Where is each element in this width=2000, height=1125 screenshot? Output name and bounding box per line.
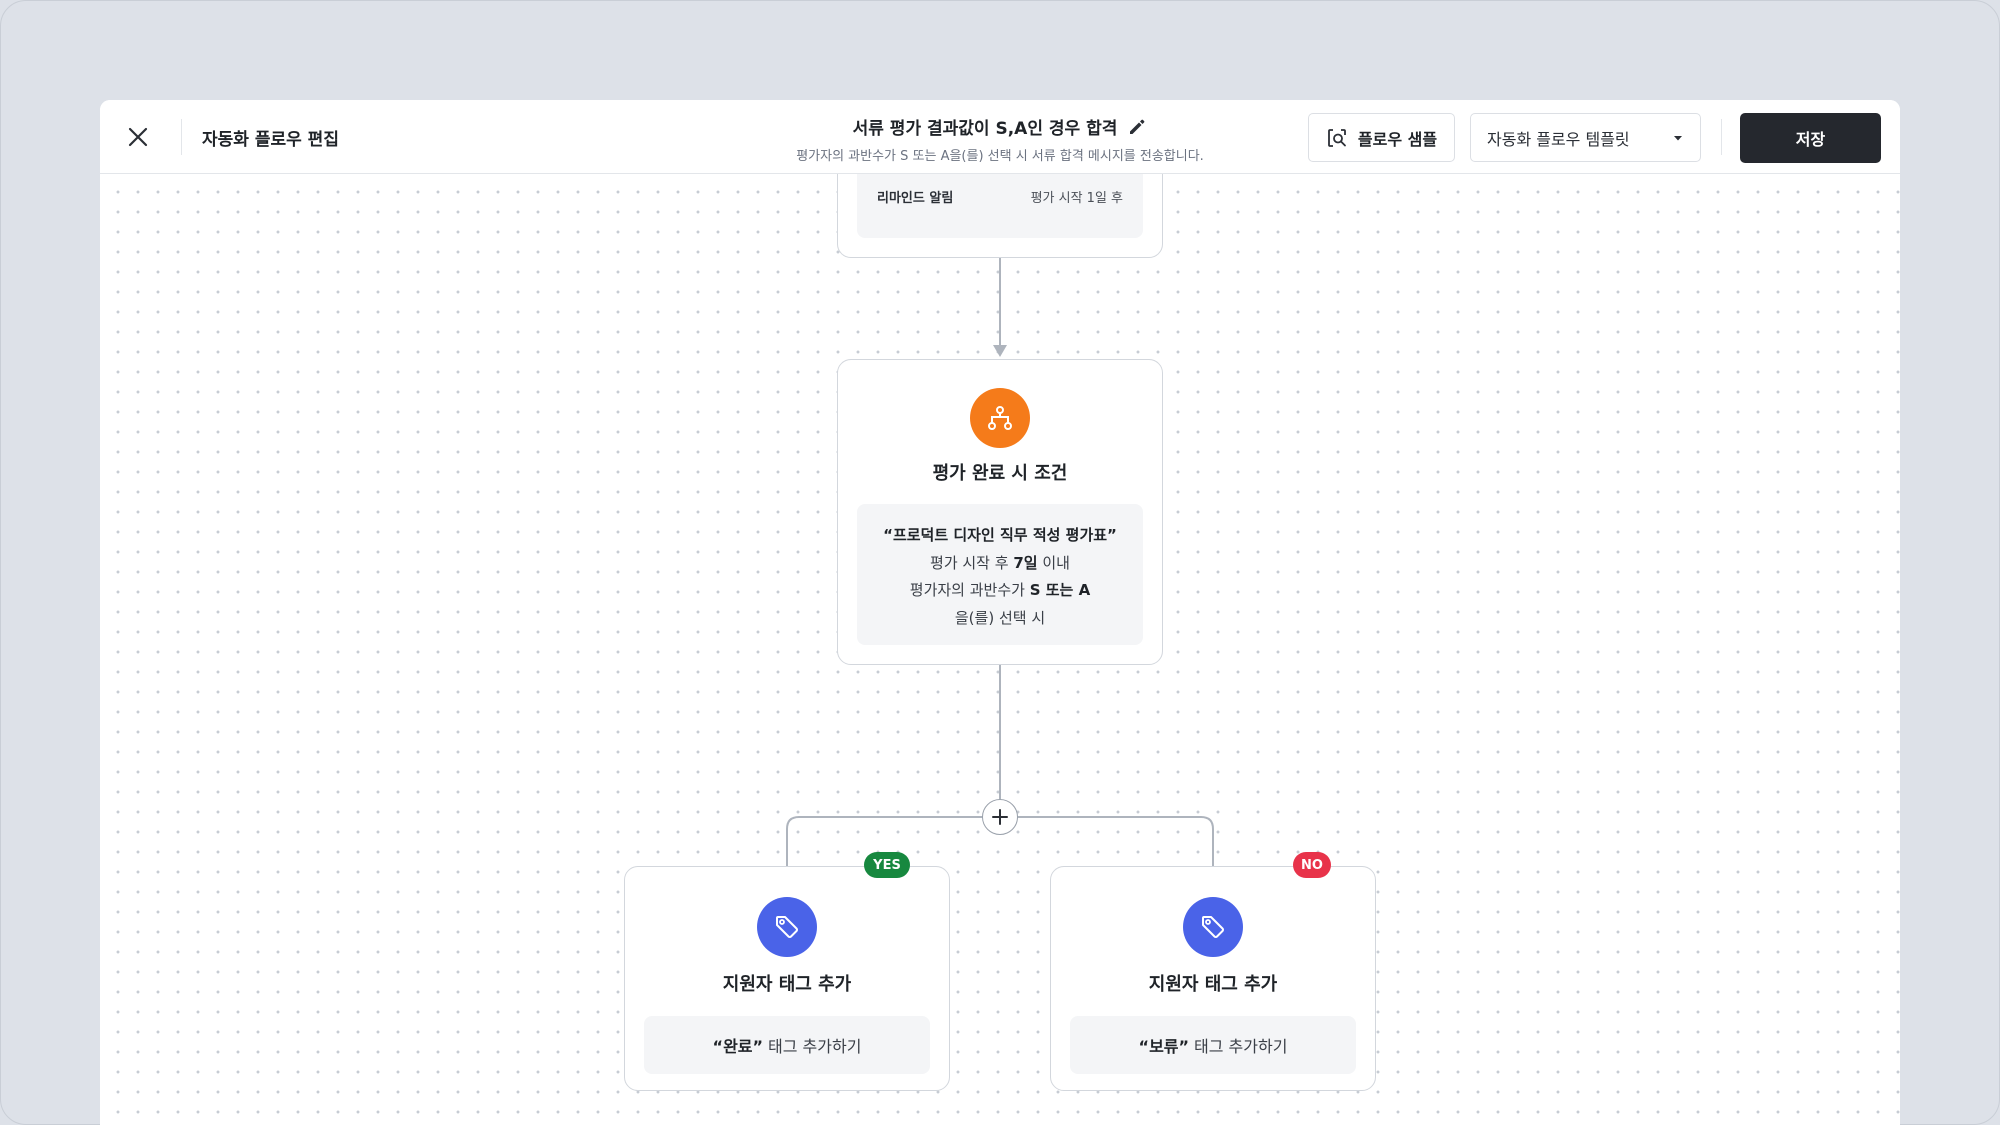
yes-badge: YES [864, 852, 910, 878]
majority-line: 평가자의 과반수가 S 또는 A [857, 577, 1143, 605]
flow-editor-window: 자동화 플로우 편집 서류 평가 결과값이 S,A인 경우 합격 평가자의 과반… [100, 100, 1900, 1125]
no-badge: NO [1293, 852, 1331, 878]
no-action-text: 태그 추가하기 [1194, 1037, 1288, 1056]
flow-description: 평가자의 과반수가 S 또는 A을(를) 선택 시 서류 합격 메시지를 전송합… [796, 149, 1204, 164]
add-step-button[interactable] [982, 799, 1018, 835]
scorecard-name: “프로덕트 디자인 직무 적성 평가표” [883, 526, 1117, 544]
no-node-details: “보류” 태그 추가하기 [1070, 1016, 1356, 1074]
condition-details: “프로덕트 디자인 직무 적성 평가표” 평가 시작 후 7일 이내 평가자의 … [857, 504, 1143, 645]
header-divider [1721, 119, 1722, 155]
period-value: 7일 [1013, 553, 1038, 572]
flow-sample-button[interactable]: 플로우 샘플 [1308, 113, 1455, 162]
flow-canvas[interactable]: 리마인드 알림 평가 시작 1일 후 평가 완료 시 조건 “프로덕트 디자인 … [100, 154, 1900, 1125]
pencil-icon[interactable] [1127, 117, 1147, 137]
caret-down-icon [1674, 135, 1682, 140]
no-node-title: 지원자 태그 추가 [1148, 974, 1278, 995]
reminder-value: 평가 시작 1일 후 [1030, 191, 1123, 206]
template-dropdown[interactable]: 자동화 플로우 템플릿 [1470, 113, 1701, 162]
save-button[interactable]: 저장 [1740, 113, 1881, 163]
preview-search-icon [1328, 128, 1346, 147]
editor-header: 자동화 플로우 편집 서류 평가 결과값이 S,A인 경우 합격 평가자의 과반… [100, 100, 1900, 174]
tag-icon [1183, 897, 1243, 957]
period-prefix: 평가 시작 후 [930, 553, 1009, 572]
majority-prefix: 평가자의 과반수가 [909, 581, 1025, 599]
close-button[interactable] [120, 119, 156, 155]
selection-line: 을(를) 선택 시 [954, 608, 1046, 627]
close-icon [128, 127, 148, 147]
condition-node[interactable]: 평가 완료 시 조건 “프로덕트 디자인 직무 적성 평가표” 평가 시작 후 … [837, 359, 1163, 665]
yes-tag-node[interactable]: 지원자 태그 추가 “완료” 태그 추가하기 [624, 866, 950, 1091]
flow-title: 서류 평가 결과값이 S,A인 경우 합격 [852, 119, 1118, 139]
reminder-label: 리마인드 알림 [877, 191, 954, 206]
branch-icon [970, 388, 1030, 448]
yes-tag-name: “완료” [712, 1037, 764, 1056]
period-suffix: 이내 [1042, 553, 1070, 572]
no-tag-node[interactable]: 지원자 태그 추가 “보류” 태그 추가하기 [1050, 866, 1376, 1091]
yes-node-details: “완료” 태그 추가하기 [644, 1016, 930, 1074]
flow-sample-label: 플로우 샘플 [1357, 129, 1438, 149]
flow-title-block: 서류 평가 결과값이 S,A인 경우 합격 평가자의 과반수가 S 또는 A을(… [740, 114, 1260, 164]
yes-node-title: 지원자 태그 추가 [722, 974, 852, 995]
majority-value: S 또는 A [1029, 581, 1091, 599]
condition-title: 평가 완료 시 조건 [932, 463, 1068, 484]
yes-action-text: 태그 추가하기 [768, 1037, 862, 1056]
page-title: 자동화 플로우 편집 [202, 130, 339, 150]
tag-icon [757, 897, 817, 957]
period-line: 평가 시작 후 7일 이내 [857, 550, 1143, 578]
no-tag-name: “보류” [1138, 1037, 1190, 1056]
header-divider [181, 119, 182, 155]
plus-icon [992, 809, 1008, 825]
template-dropdown-label: 자동화 플로우 템플릿 [1487, 129, 1630, 149]
